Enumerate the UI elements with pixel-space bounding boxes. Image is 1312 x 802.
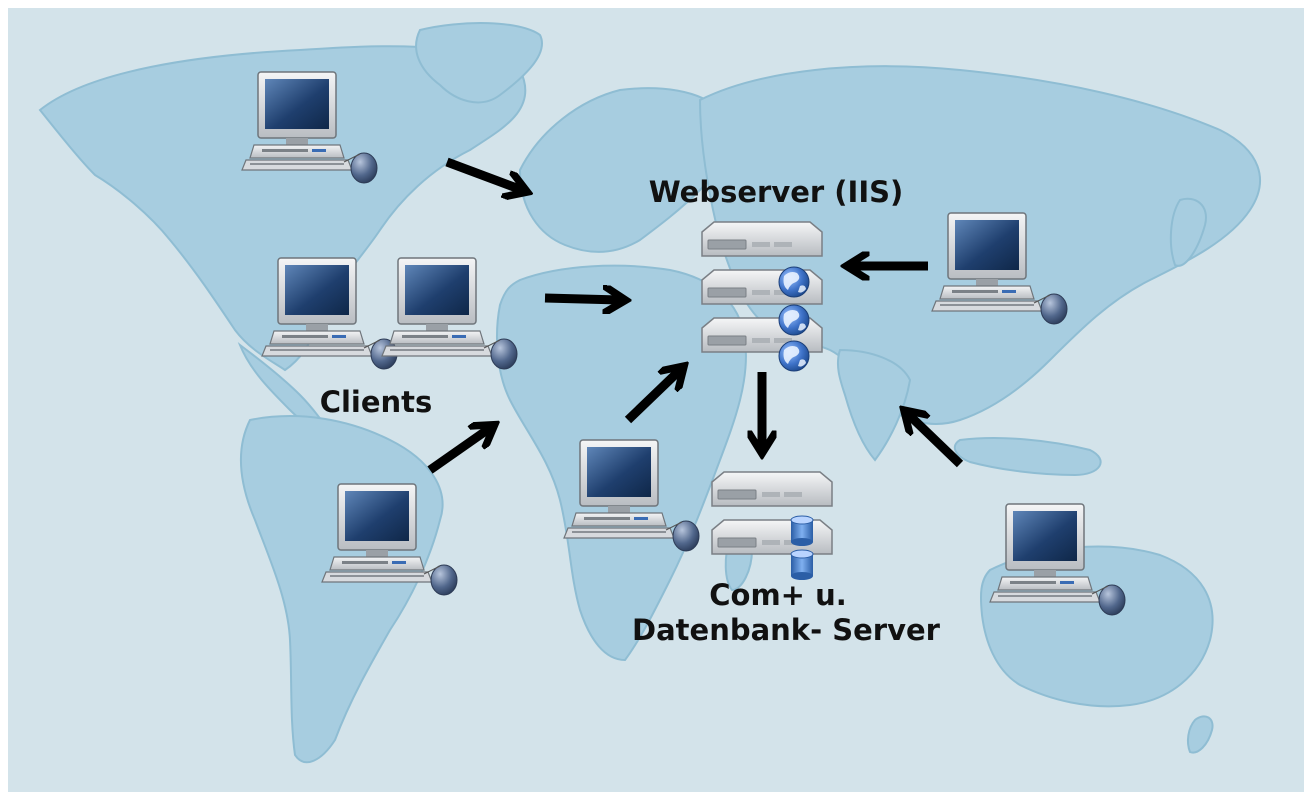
arrow-north-america-to-server	[445, 157, 522, 190]
clients-label: Clients	[320, 385, 433, 419]
database-icon	[790, 549, 814, 581]
database-server-label-line1: Com+ u.	[709, 578, 846, 612]
arrow-atlantic-to-server	[544, 298, 620, 300]
webserver-label: Webserver (IIS)	[649, 175, 904, 209]
japan	[1169, 197, 1207, 267]
database-server-unit-1	[711, 471, 833, 507]
arrow-south-america-to-server	[427, 428, 490, 474]
indonesia	[953, 437, 1102, 477]
new-zealand	[1186, 715, 1214, 754]
connection-arrows	[427, 157, 964, 474]
webserver-stack	[701, 221, 823, 372]
database-server-unit-2	[711, 519, 833, 555]
greenland	[415, 22, 543, 104]
database-icon	[790, 515, 814, 547]
database-server-label-line2: Datenbank- Server	[632, 613, 941, 647]
globe-icon	[778, 304, 810, 336]
webserver-unit-1	[701, 221, 823, 257]
europe	[518, 87, 725, 253]
globe-icon	[778, 266, 810, 298]
globe-icon	[778, 340, 810, 372]
arrow-australia-to-server	[908, 414, 964, 468]
india	[836, 348, 912, 462]
arrow-africa-to-server	[624, 370, 680, 424]
north-america	[38, 45, 527, 372]
